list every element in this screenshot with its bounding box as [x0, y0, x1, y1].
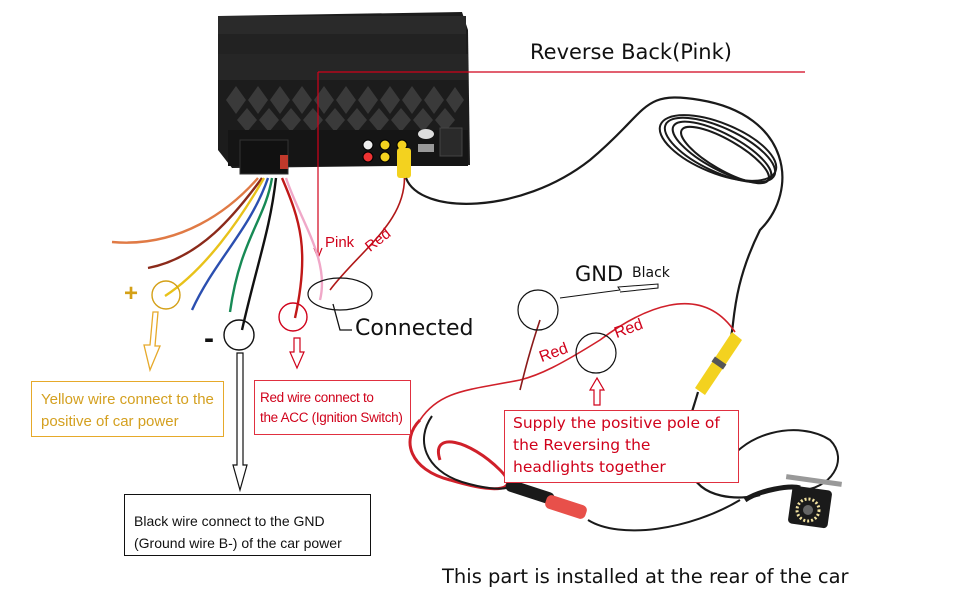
red-wire-circle — [278, 302, 308, 332]
red-note-line: the ACC (Ignition Switch) — [260, 410, 403, 425]
power-cable-coil — [408, 415, 517, 491]
yellow-wire-note: Yellow wire connect to the positive of c… — [31, 381, 224, 437]
black-wire-circle — [223, 319, 255, 351]
reverse-back-title: Reverse Back(Pink) — [530, 40, 732, 64]
supply-note: Supply the positive pole of the Reversin… — [504, 410, 739, 483]
black-note-line: Black wire connect to the GND — [134, 513, 325, 529]
red-join-circle — [575, 332, 617, 374]
red-note-line: Red wire connect to — [260, 390, 374, 405]
heatsink-fins — [226, 86, 464, 132]
yellow-note-line: positive of car power — [41, 413, 179, 430]
video-cable — [404, 96, 784, 341]
cable-coil — [658, 114, 778, 185]
supply-note-line: Supply the positive pole of — [513, 414, 720, 432]
pink-wire-label: Pink — [325, 234, 355, 251]
yellow-arrow — [143, 311, 161, 373]
red-arrow-supply — [588, 376, 606, 406]
red-power-wire — [419, 303, 736, 421]
yellow-note-line: Yellow wire connect to the — [41, 391, 214, 408]
rca-connector-mid — [695, 332, 742, 395]
connected-ellipse — [307, 277, 373, 311]
gnd-label: GND — [575, 262, 624, 286]
red-trigger-wire — [329, 169, 406, 291]
black-note-line: (Ground wire B-) of the car power — [134, 535, 342, 551]
harness-wires — [111, 177, 324, 331]
rear-camera — [719, 429, 843, 529]
rear-install-caption: This part is installed at the rear of th… — [442, 565, 849, 588]
head-unit — [218, 12, 470, 175]
power-plug — [545, 495, 587, 519]
minus-symbol: - — [204, 322, 214, 355]
red-arrow-acc — [289, 337, 305, 370]
plus-symbol: + — [124, 280, 139, 307]
gnd-circle — [517, 289, 559, 331]
gnd-color-label: Black — [632, 265, 670, 281]
red-wire-note: Red wire connect to the ACC (Ignition Sw… — [254, 380, 411, 435]
rca-plug-head — [397, 148, 411, 178]
connected-label: Connected — [355, 316, 474, 341]
supply-note-line: headlights together — [513, 458, 666, 476]
black-wire-note: Black wire connect to the GND (Ground wi… — [124, 494, 371, 556]
supply-note-line: the Reversing the — [513, 436, 651, 454]
black-arrow — [232, 352, 248, 493]
yellow-wire-circle — [151, 280, 181, 310]
